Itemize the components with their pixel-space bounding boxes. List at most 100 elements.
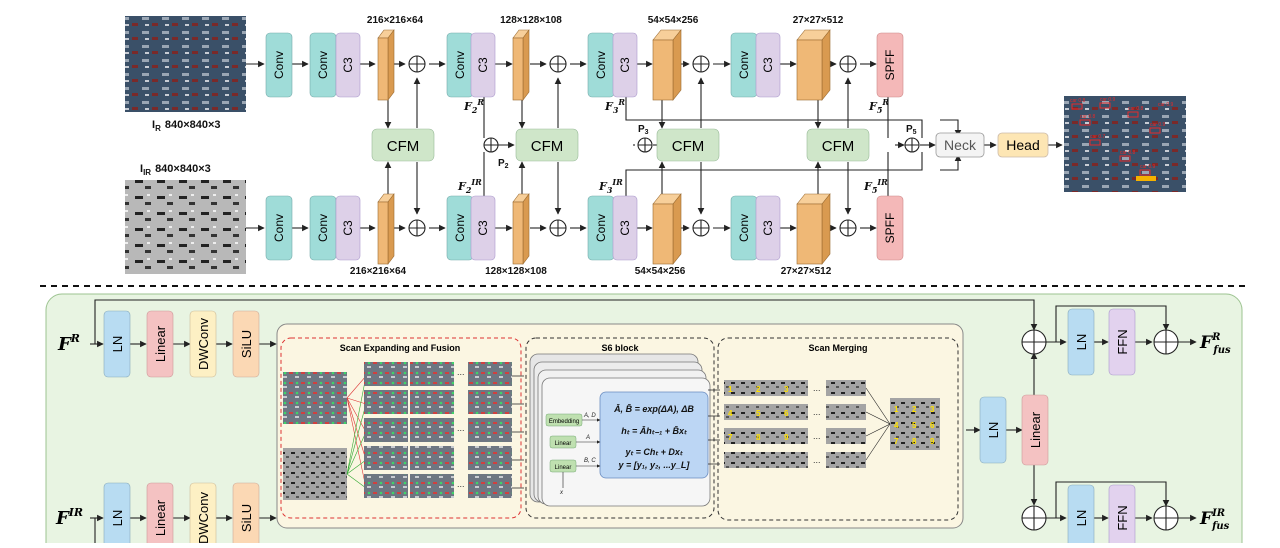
svg-text:FFN: FFN	[1115, 505, 1130, 530]
svg-text:C3: C3	[618, 57, 632, 73]
svg-text:car 0.8: car 0.8	[1080, 114, 1096, 120]
add-icon	[1153, 329, 1179, 355]
ln-block	[103, 310, 131, 378]
svg-text:C3: C3	[476, 220, 490, 236]
svg-text:27×27×512: 27×27×512	[781, 266, 832, 277]
ln-block	[1067, 484, 1095, 548]
svg-text:C3: C3	[476, 57, 490, 73]
c3-block	[335, 32, 361, 98]
svg-text:6: 6	[784, 409, 789, 418]
ffn-block	[1108, 484, 1136, 548]
scan-expanding-fusion: Scan Expanding and Fusion ... ...	[280, 337, 522, 519]
add-icon	[549, 219, 567, 237]
cfm-block	[656, 128, 720, 162]
svg-text:216×216×64: 216×216×64	[367, 15, 424, 26]
svg-text:F2IR: F2IR	[457, 177, 482, 195]
head-block	[997, 132, 1049, 158]
svg-text:P2: P2	[498, 158, 509, 170]
svg-text:Head: Head	[1006, 137, 1039, 153]
scan-merging: Scan Merging 1 2 3 4 5 6 7 8 9 1 2 3 4	[717, 337, 959, 521]
svg-text:car 0.9: car 0.9	[1158, 102, 1174, 108]
svg-text:...: ...	[457, 367, 465, 377]
spff-block	[876, 32, 904, 98]
add-icon	[1021, 505, 1047, 531]
svg-text:C3: C3	[761, 57, 775, 73]
svg-text:...: ...	[457, 423, 465, 433]
svg-text:Linear: Linear	[153, 325, 168, 362]
svg-text:2: 2	[912, 405, 917, 414]
svg-text:LN: LN	[1074, 510, 1089, 527]
svg-text:DWConv: DWConv	[196, 318, 211, 371]
add-nodes	[408, 55, 920, 237]
ln-block	[103, 482, 131, 548]
dwconv-block	[189, 310, 217, 378]
right-mid-blocks: LN Linear	[979, 394, 1049, 466]
svg-text:Conv: Conv	[737, 51, 751, 79]
neck-block	[935, 132, 985, 158]
ln-block	[979, 396, 1007, 464]
fir-input-label: FIR	[55, 506, 83, 529]
svg-text:5: 5	[912, 421, 917, 430]
neck-head: Neck Head	[935, 132, 1049, 158]
svg-text:128×128×108: 128×128×108	[485, 266, 547, 277]
feature-labels: F2R F3R F5R F2IR F3IR F5IR	[457, 97, 889, 195]
svg-text:54×54×256: 54×54×256	[648, 15, 699, 26]
add-icon	[483, 137, 499, 153]
svg-text:x: x	[559, 490, 564, 496]
svg-text:car 0.8: car 0.8	[1128, 106, 1144, 112]
add-icon	[637, 137, 653, 153]
svg-text:Conv: Conv	[594, 51, 608, 79]
svg-text:Conv: Conv	[737, 214, 751, 242]
c3-block	[470, 32, 496, 98]
svg-text:Conv: Conv	[594, 214, 608, 242]
add-icon	[1021, 329, 1047, 355]
svg-text:P3: P3	[638, 124, 649, 136]
svg-text:F5R: F5R	[868, 97, 889, 115]
spff-block	[876, 195, 904, 261]
bottom-connections	[90, 299, 1197, 543]
svg-text:Conv: Conv	[316, 214, 330, 242]
svg-text:FFN: FFN	[1115, 329, 1130, 354]
ln-block	[1067, 308, 1095, 376]
svg-text:CFM: CFM	[822, 138, 855, 155]
p-labels: P2 P3 P5	[498, 124, 917, 170]
svg-text:CFM: CFM	[387, 138, 420, 155]
detection-output-image: car 0.8 car 0.9 car 0.8 car 0.9 car 0.8 …	[1064, 96, 1186, 192]
svg-text:C3: C3	[761, 220, 775, 236]
s6-block: S6 block Embedding Linear Linear A, D A …	[512, 337, 720, 519]
svg-text:CFM: CFM	[672, 138, 705, 155]
svg-text:A: A	[585, 435, 590, 441]
left-blocks: LN Linear DWConv SiLU LN Linear DWConv S…	[103, 310, 260, 548]
add-icon	[692, 219, 710, 237]
svg-text:car 0.9: car 0.9	[1100, 97, 1116, 103]
linear-block	[146, 482, 174, 548]
svg-text:Linear: Linear	[1028, 411, 1043, 448]
add-icon	[549, 55, 567, 73]
svg-text:...: ...	[813, 407, 821, 417]
svg-text:54×54×256: 54×54×256	[635, 266, 686, 277]
svg-text:C3: C3	[341, 220, 355, 236]
add-icon	[839, 219, 857, 237]
svg-text:128×128×108: 128×128×108	[500, 15, 562, 26]
svg-text:1: 1	[728, 385, 733, 394]
svg-text:Conv: Conv	[272, 51, 286, 79]
c3-block	[755, 32, 781, 98]
svg-text:F3IR: F3IR	[598, 177, 623, 195]
svg-text:CFM: CFM	[531, 138, 564, 155]
linear-block	[1021, 394, 1049, 466]
svg-text:A, D: A, D	[583, 413, 596, 419]
svg-text:SiLU: SiLU	[239, 504, 254, 532]
svg-text:3: 3	[784, 385, 789, 394]
cfm-block	[371, 128, 435, 162]
svg-text:2: 2	[756, 385, 761, 394]
svg-text:F3R: F3R	[604, 97, 625, 115]
add-icon	[692, 55, 710, 73]
svg-text:6: 6	[930, 421, 935, 430]
svg-text:4: 4	[894, 421, 899, 430]
svg-text:Embedding: Embedding	[549, 419, 579, 425]
svg-text:C3: C3	[618, 220, 632, 236]
svg-text:Conv: Conv	[316, 51, 330, 79]
